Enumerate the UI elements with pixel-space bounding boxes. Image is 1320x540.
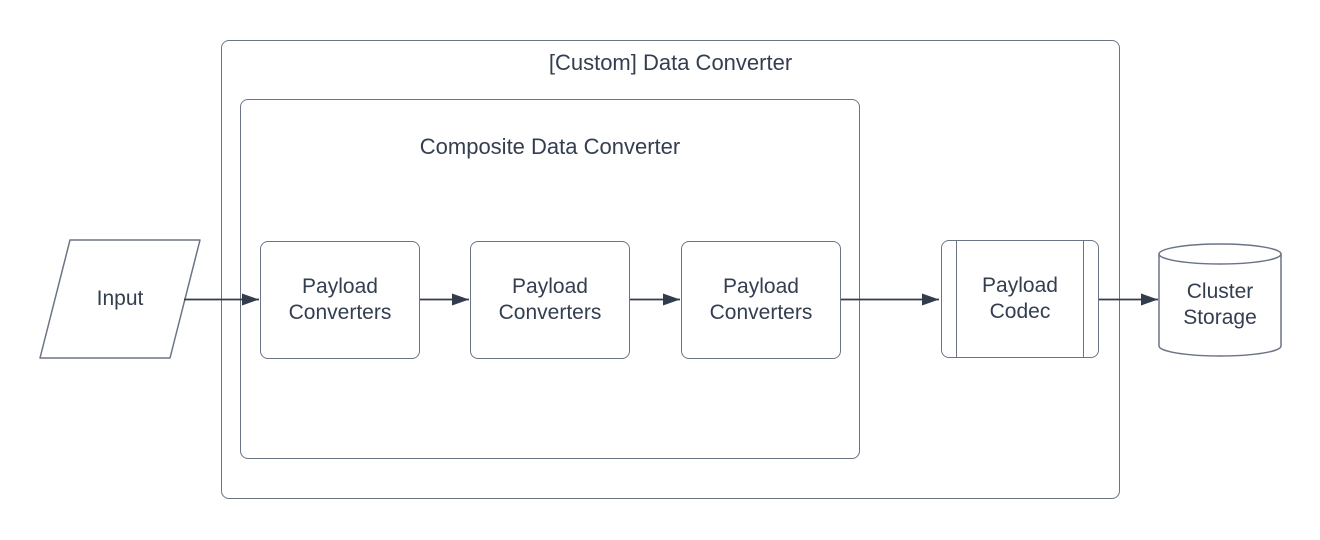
composite-data-converter-title: Composite Data Converter [419, 134, 681, 159]
codec-right-bar [1083, 241, 1084, 357]
payload-converters-node-3: Payload Converters [681, 241, 841, 359]
custom-data-converter-title: [Custom] Data Converter [548, 50, 793, 75]
payload-codec-node: Payload Codec [941, 240, 1099, 358]
payload-converters-node-1: Payload Converters [260, 241, 420, 359]
payload-converters-node-2: Payload Converters [470, 241, 630, 359]
payload-converters-label-3: Payload Converters [709, 275, 813, 324]
payload-converters-label-2: Payload Converters [498, 275, 602, 324]
codec-left-bar [956, 241, 957, 357]
cluster-storage-node-shape [1158, 243, 1282, 357]
input-node-shape [39, 239, 201, 359]
payload-converters-label-1: Payload Converters [288, 275, 392, 324]
payload-codec-label: Payload Codec [982, 274, 1058, 323]
